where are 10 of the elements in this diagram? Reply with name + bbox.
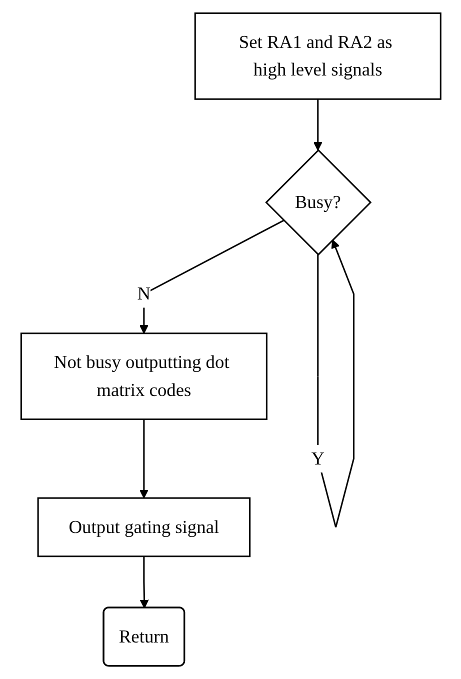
node-box: Output gating signal <box>36 497 250 558</box>
edge-label: Y <box>310 448 324 468</box>
node-diamond: Busy? <box>264 149 372 256</box>
arrow <box>139 419 148 498</box>
arrow <box>139 556 148 608</box>
node-box: Not busy outputting dot matrix codes <box>20 332 268 420</box>
arrow <box>139 220 284 334</box>
node-box: Set RA1 and RA2 as high level signals <box>194 12 441 100</box>
arrow <box>312 99 322 151</box>
edge-label: N <box>136 283 150 304</box>
